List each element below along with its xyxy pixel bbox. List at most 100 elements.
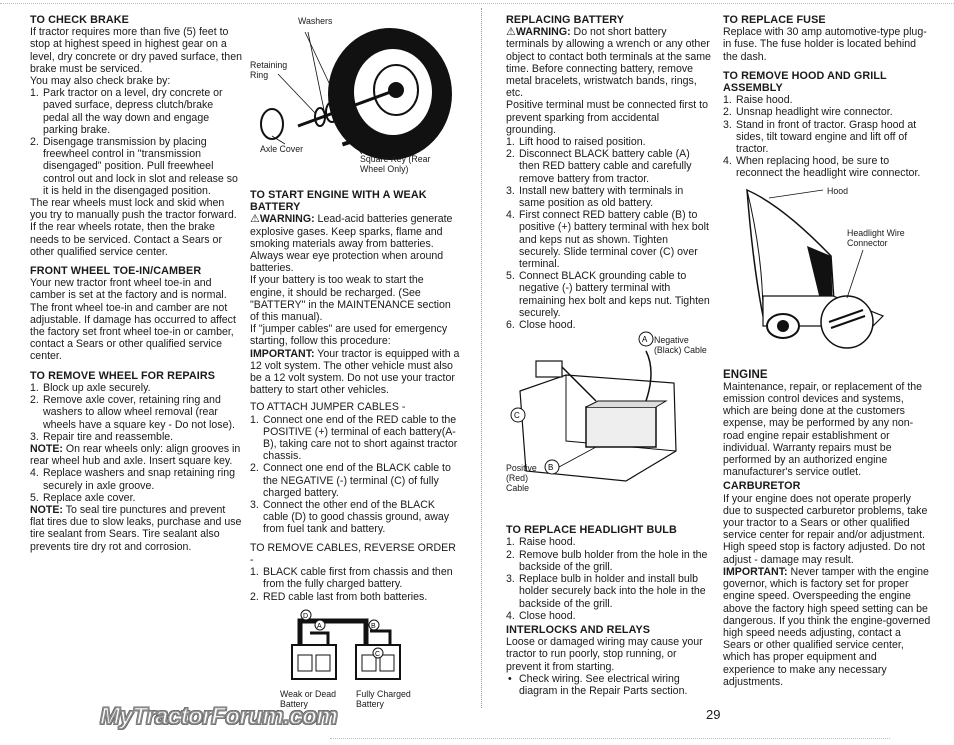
svg-text:A: A xyxy=(642,335,648,344)
hood-removal-illustration xyxy=(746,188,885,349)
heading-headlight-bulb: TO REPLACE HEADLIGHT BULB xyxy=(506,524,677,537)
battery-text: Positive terminal must be connected firs… xyxy=(506,99,708,136)
brake-text: The rear wheels must lock and skid when … xyxy=(30,197,237,258)
heading-check-brake: TO CHECK BRAKE xyxy=(30,14,129,26)
svg-text:B: B xyxy=(371,623,376,630)
heading-remove-wheel: TO REMOVE WHEEL FOR REPAIRS xyxy=(30,369,216,382)
list-item: 1.BLACK cable first from chassis and the… xyxy=(250,566,453,591)
heading-interlocks: INTERLOCKS AND RELAYS xyxy=(506,623,651,636)
list-item: 3.Stand in front of tractor. Grasp hood … xyxy=(723,118,917,156)
list-item: 2.RED cable last from both batteries. xyxy=(250,590,428,603)
brake-text: You may also check brake by: xyxy=(30,75,171,88)
note-text: NOTE: On rear wheels only: align grooves… xyxy=(30,442,241,468)
weak-text: If your battery is too weak to start the… xyxy=(250,274,451,324)
page-number: 29 xyxy=(706,707,721,722)
label-hood: Hood xyxy=(827,185,849,196)
list-item: 2.Disconnect BLACK battery cable (A) the… xyxy=(506,148,692,185)
note-text: NOTE: To seal tire punctures and prevent… xyxy=(30,503,242,553)
list-item: 2.Unsnap headlight wire connector. xyxy=(723,106,893,119)
brake-steps: 1.Park tractor on a level, dry concrete … xyxy=(30,87,242,197)
brake-text: If tractor requires more than five (5) f… xyxy=(30,26,242,75)
list-item: 2.Remove bulb holder from the hole in th… xyxy=(506,548,708,573)
label-full-battery: Fully Charged Battery xyxy=(356,688,411,709)
heading-remove-hood: TO REMOVE HOOD AND GRILL ASSEMBLY xyxy=(723,69,887,95)
engine-text: Maintenance, repair, or replacement of t… xyxy=(723,380,923,479)
heading-attach: TO ATTACH JUMPER CABLES - xyxy=(250,401,406,414)
list-item: Check wiring. See electrical wiring diag… xyxy=(506,673,712,697)
site-logo: MyTractorForum.com xyxy=(99,702,338,731)
list-item: 2.Remove axle cover, retaining ring and … xyxy=(30,394,235,431)
toe-text: Your new tractor front wheel toe-in and … xyxy=(30,277,236,363)
center-divider xyxy=(481,8,482,708)
list-item: 5.Replace axle cover. xyxy=(30,491,136,504)
heading-weak-battery: TO START ENGINE WITH A WEAK BATTERY xyxy=(250,189,427,214)
relay-bullets: Check wiring. See electrical wiring diag… xyxy=(506,673,712,697)
hood-diagram: Hood Headlight Wire Connector xyxy=(723,186,931,362)
jumper-diagram: D A B C Weak or Dead Battery Fully Charg… xyxy=(250,609,460,719)
svg-text:C: C xyxy=(514,411,520,420)
warning-text: ⚠WARNING: Do not short battery terminals… xyxy=(506,26,711,100)
wheel-diagram: Washers Retaining Ring Axle Cover Square… xyxy=(250,14,460,182)
column-1: TO CHECK BRAKE If tractor requires more … xyxy=(30,14,242,553)
label-square-key: Square Key (Rear Wheel Only) xyxy=(360,154,431,174)
fuse-text: Replace with 30 amp automotive-type plug… xyxy=(723,26,927,63)
carb-text: High speed stop is factory adjusted. Do … xyxy=(723,541,925,566)
list-item: 4.First connect RED battery cable (B) to… xyxy=(506,209,709,271)
hood-steps: 1.Raise hood. 2.Unsnap headlight wire co… xyxy=(723,94,931,179)
wheel-assembly-illustration xyxy=(260,28,452,160)
heading-toe-in: FRONT WHEEL TOE-IN/CAMBER xyxy=(30,265,202,278)
heading-replace-fuse: TO REPLACE FUSE xyxy=(723,14,826,26)
label-retaining-ring: Retaining Ring xyxy=(250,60,288,80)
battery-install-illustration: A C B xyxy=(510,331,677,482)
list-item: 3.Replace bulb in holder and install bul… xyxy=(506,573,706,610)
jumper-cable-illustration: D A B C xyxy=(291,609,401,680)
warning-text: ⚠WARNING: Lead-acid batteries generate e… xyxy=(250,213,453,275)
list-item: 1.Raise hood. xyxy=(506,536,576,549)
warning-icon: ⚠ xyxy=(506,26,516,39)
list-item: 1.Block up axle securely. xyxy=(30,381,151,394)
label-axle-cover: Axle Cover xyxy=(260,144,304,154)
heading-replacing-battery: REPLACING BATTERY xyxy=(506,14,625,26)
relay-text: Loose or damaged wiring may cause your t… xyxy=(506,636,703,673)
label-negative-cable: Negative (Black) Cable xyxy=(654,335,707,356)
wheel-steps-continued: 4.Replace washers and snap retaining rin… xyxy=(30,467,242,504)
list-item: 1.Connect one end of the RED cable to th… xyxy=(250,413,458,463)
attach-steps: 1.Connect one end of the RED cable to th… xyxy=(250,414,460,536)
important-text: IMPORTANT: Your tractor is equipped with… xyxy=(250,347,460,397)
remove-steps: 1.BLACK cable first from chassis and the… xyxy=(250,566,460,603)
carb-text: If your engine does not operate properly… xyxy=(723,492,928,542)
list-item: 2.Connect one end of the BLACK cable to … xyxy=(250,462,451,499)
list-item: 4.When replacing hood, be sure to reconn… xyxy=(723,155,921,180)
column-4: TO REPLACE FUSE Replace with 30 amp auto… xyxy=(723,14,931,688)
bulb-steps: 1.Raise hood. 2.Remove bulb holder from … xyxy=(506,536,712,621)
heading-carburetor: CARBURETOR xyxy=(723,480,801,493)
list-item: 3.Connect the other end of the BLACK cab… xyxy=(250,499,450,536)
important-text: IMPORTANT: Never tamper with the engine … xyxy=(723,565,931,688)
column-3: REPLACING BATTERY ⚠WARNING: Do not short… xyxy=(506,14,712,697)
label-weak-battery: Weak or Dead Battery xyxy=(280,688,337,709)
weak-text: If "jumper cables" are used for emergenc… xyxy=(250,323,448,348)
list-item: 2.Disengage transmission by placing free… xyxy=(30,136,238,197)
list-item: 4.Replace washers and snap retaining rin… xyxy=(30,467,235,492)
top-rule xyxy=(0,3,954,4)
battery-steps: 1.Lift hood to raised position. 2.Discon… xyxy=(506,136,712,331)
column-2: Washers Retaining Ring Axle Cover Square… xyxy=(250,14,460,719)
label-positive-cable: Positive (Red) Cable xyxy=(506,463,537,494)
list-item: 4.Close hood. xyxy=(506,609,576,622)
wheel-steps: 1.Block up axle securely. 2.Remove axle … xyxy=(30,382,242,443)
list-item: 1.Raise hood. xyxy=(723,94,793,107)
svg-text:C: C xyxy=(375,651,380,658)
heading-engine: ENGINE xyxy=(723,368,768,381)
list-item: 3.Repair tire and reassemble. xyxy=(30,430,174,443)
label-headlight-wire: Headlight Wire Connector xyxy=(847,227,905,248)
list-item: 5.Connect BLACK grounding cable to negat… xyxy=(506,270,710,319)
bottom-rule xyxy=(330,738,890,739)
svg-text:D: D xyxy=(303,613,308,620)
label-washers: Washers xyxy=(298,16,333,26)
list-item: 6.Close hood. xyxy=(506,319,576,332)
svg-text:A: A xyxy=(317,623,322,630)
svg-text:B: B xyxy=(548,463,553,472)
list-item: 1.Park tractor on a level, dry concrete … xyxy=(30,87,223,136)
list-item: 1.Lift hood to raised position. xyxy=(506,136,646,149)
warning-icon: ⚠ xyxy=(250,213,260,226)
